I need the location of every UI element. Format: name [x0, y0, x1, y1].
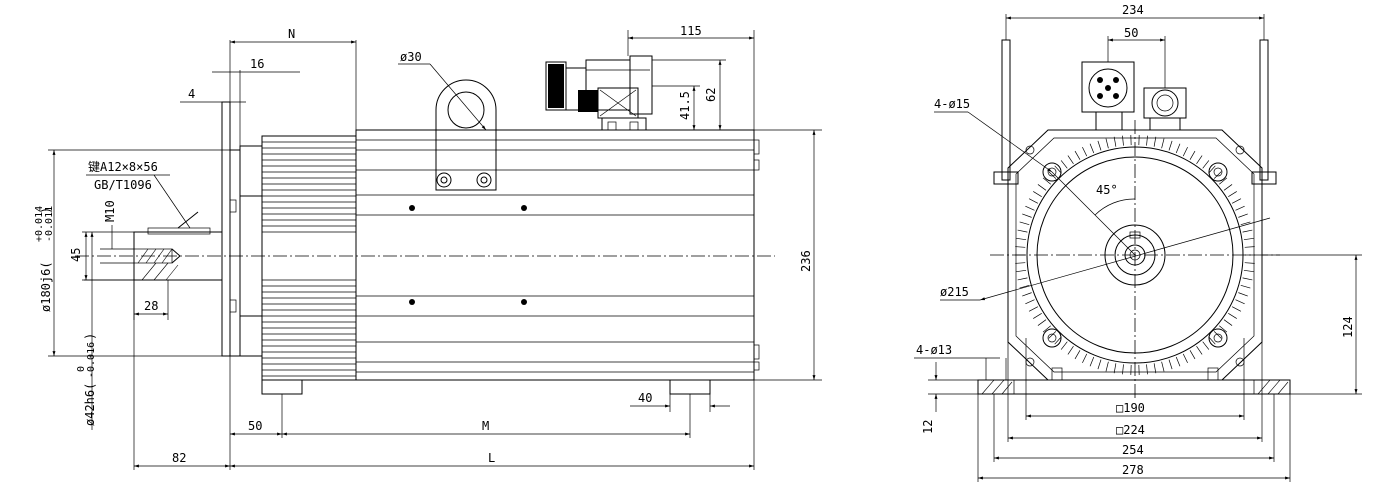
motor-body [355, 129, 760, 381]
dim-M-label: M [482, 419, 489, 433]
dim-d180-tol-upper: +0.014 [34, 206, 45, 242]
dim-254-label: 254 [1122, 443, 1144, 457]
dim-278-label: 278 [1122, 463, 1144, 477]
front-circles [1026, 146, 1244, 364]
dim-41-5: 41.5 [652, 85, 700, 130]
dim-d30-label: ø30 [400, 50, 422, 64]
lifting-eye [435, 79, 497, 191]
dim-d180: ø180j6( +0.014 -0.011 ) [34, 149, 230, 357]
dim-d42-tol-upper: 0 [76, 366, 87, 372]
dim-L-label: L [488, 451, 495, 465]
corner-bolts [1025, 145, 1245, 381]
dim-40: 40 [630, 391, 730, 412]
key-note-line2: GB/T1096 [94, 178, 152, 192]
dim-236-label: 236 [799, 250, 813, 272]
dim-N-label: N [288, 27, 295, 41]
dim-254: 254 [993, 394, 1275, 462]
dim-50-side-label: 50 [248, 419, 262, 433]
dim-12-label: 12 [921, 420, 935, 434]
dim-sq190-label: □190 [1116, 401, 1145, 415]
dim-12: 12 [921, 362, 978, 434]
dim-124-label: 124 [1341, 316, 1355, 338]
dim-124: 124 [1262, 254, 1362, 395]
dim-N: N [229, 27, 357, 130]
shaft [133, 211, 223, 281]
dim-115: 115 [627, 24, 755, 130]
dim-41-5-label: 41.5 [678, 91, 692, 120]
dim-L: L [230, 380, 755, 470]
dim-236: 236 [754, 129, 822, 381]
dim-45deg: 45° [1094, 183, 1136, 216]
dim-82-label: 82 [172, 451, 186, 465]
dim-28-label: 28 [144, 299, 158, 313]
connectors [545, 55, 653, 131]
side-brackets [993, 39, 1277, 185]
dim-16: 16 [212, 57, 300, 146]
svg-text:ø42h6(: ø42h6( [83, 383, 97, 426]
dim-d42: ø42h6( 0 -0.016 ) [76, 232, 134, 430]
thread-hatch [137, 248, 179, 281]
dim-4-label: 4 [188, 87, 195, 101]
dim-M10: M10 [100, 200, 134, 264]
dim-d180-tol-lower: -0.011 [44, 206, 55, 242]
dim-45-label: 45 [69, 248, 83, 262]
dim-62: 62 [652, 59, 726, 130]
dim-d215-label: ø215 [940, 285, 969, 299]
dim-234: 234 [1005, 3, 1265, 40]
side-view: N 16 4 ø30 115 41.5 [34, 24, 822, 470]
front-view: 234 50 4-ø15 45° ø215 [914, 3, 1362, 482]
dim-82: 82 [133, 280, 230, 470]
dim-4-d13-label: 4-ø13 [916, 343, 952, 357]
dim-d30: ø30 [398, 50, 487, 131]
dim-M10-label: M10 [103, 200, 117, 222]
flange [221, 101, 263, 357]
dim-d42-label: ø42h6( [83, 383, 97, 426]
dim-4: 4 [180, 87, 246, 103]
dim-28: 28 [133, 280, 169, 320]
dim-50-front: 50 [1107, 26, 1166, 88]
dim-115-label: 115 [680, 24, 702, 38]
fin-section [261, 135, 357, 381]
dim-234-label: 234 [1122, 3, 1144, 17]
dim-4-d13: 4-ø13 [914, 343, 1007, 380]
fin-ring [1015, 135, 1255, 375]
dim-4-d15: 4-ø15 [934, 97, 1136, 256]
dim-sq224-label: □224 [1116, 423, 1145, 437]
dim-sq224: □224 [1007, 342, 1263, 442]
front-base [977, 379, 1291, 395]
svg-text:ø180j6(: ø180j6( [39, 261, 53, 312]
feet [261, 379, 711, 438]
front-connectors [1081, 61, 1187, 131]
dim-M: M [282, 419, 690, 436]
dim-16-label: 16 [250, 57, 264, 71]
dim-d42-close: ) [83, 333, 97, 340]
dim-45deg-label: 45° [1096, 183, 1118, 197]
key-note-line1: 键A12×8×56 [88, 160, 158, 174]
dim-d180-close: ) [39, 207, 53, 214]
dim-d42-tol-lower: -0.016 [86, 342, 97, 378]
dim-d215: ø215 [940, 217, 1271, 301]
dim-40-label: 40 [638, 391, 652, 405]
dim-4-d15-label: 4-ø15 [934, 97, 970, 111]
key-note: 键A12×8×56 GB/T1096 [86, 160, 191, 229]
dim-50-front-label: 50 [1124, 26, 1138, 40]
dim-d180-label: ø180j6( [39, 261, 53, 312]
dim-sq190: □190 [1025, 338, 1245, 420]
dim-62-label: 62 [704, 88, 718, 102]
dim-50-side: 50 [229, 356, 282, 470]
dim-278: 278 [977, 394, 1291, 482]
